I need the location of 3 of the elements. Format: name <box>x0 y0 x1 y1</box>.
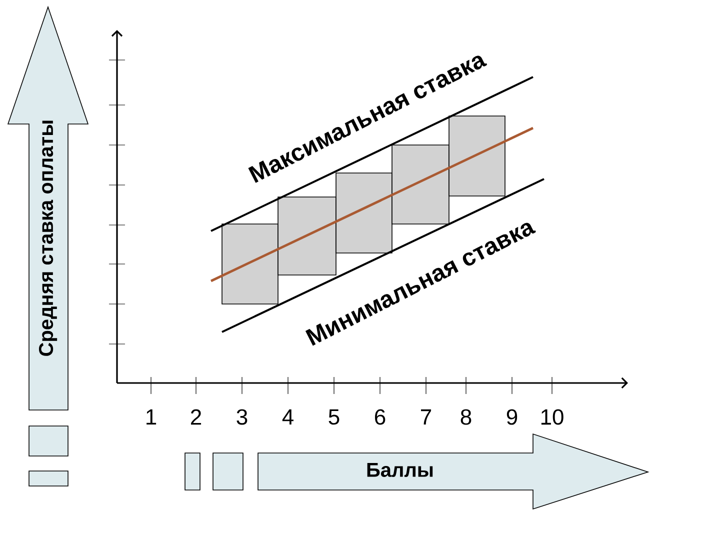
tick-label: 3 <box>236 409 248 425</box>
tick-label: 1 <box>146 409 156 425</box>
tick-label: 2 <box>191 409 202 425</box>
